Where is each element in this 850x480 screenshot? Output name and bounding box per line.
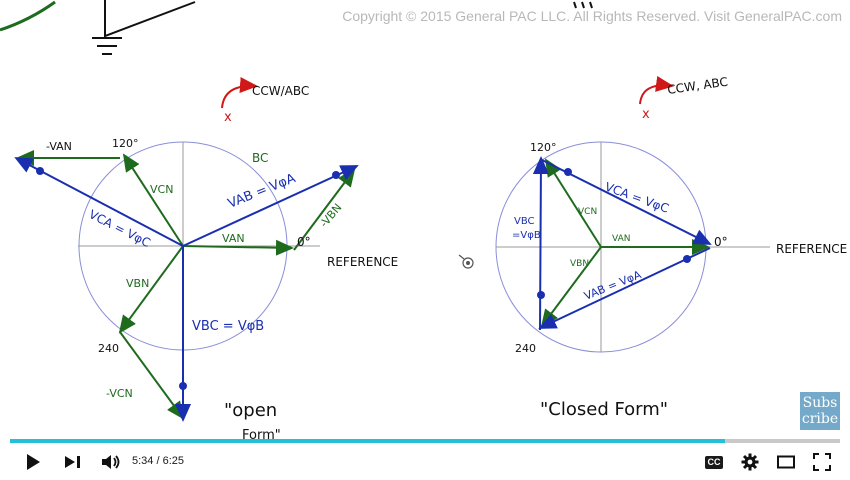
play-icon <box>27 454 40 470</box>
angle-240-label: 240 <box>515 342 536 355</box>
angle-120-label: 120° <box>530 141 557 154</box>
copyright-watermark: Copyright © 2015 General PAC LLC. All Ri… <box>342 8 842 24</box>
vab-phasor <box>182 165 359 247</box>
subscribe-button[interactable]: Subs cribe <box>800 392 840 430</box>
fullscreen-icon <box>813 453 831 471</box>
tail-dot <box>564 168 572 176</box>
reference-label: REFERENCE <box>776 242 847 256</box>
neg-vcn-label: -VCN <box>106 387 133 400</box>
vbn-phasor <box>540 246 602 328</box>
vbc-label-line2: =VφB <box>512 230 541 241</box>
bc-label: BC <box>252 151 268 165</box>
vbc-label: VBC = VφB <box>192 319 264 334</box>
vbn-phasor <box>118 245 184 334</box>
vab-label: VAB = VφA <box>226 171 298 212</box>
ground-stroke <box>104 0 196 38</box>
open-form-caption: "open <box>224 400 277 421</box>
fullscreen-button[interactable] <box>810 449 834 475</box>
rotation-label: CCW, ABC <box>666 75 728 97</box>
next-icon <box>65 456 80 468</box>
van-label: VAN <box>612 234 630 244</box>
vbc-label-line1: VBC <box>514 216 535 227</box>
cursor-icon <box>458 254 474 269</box>
tail-dot <box>537 291 545 299</box>
van-label: VAN <box>222 232 245 245</box>
vab-phasor <box>538 247 711 329</box>
partial-green-stroke <box>0 0 56 32</box>
vbc-phasor <box>532 156 549 331</box>
theater-icon <box>777 455 795 469</box>
neg-vbn-phasor <box>293 168 356 251</box>
progress-bar[interactable] <box>10 439 840 443</box>
rotation-x: x <box>224 110 232 125</box>
player-controls: 5:34 / 6:25 CC <box>0 443 850 480</box>
vcn-phasor <box>544 158 602 248</box>
tail-dot <box>36 167 44 175</box>
settings-button[interactable] <box>738 449 762 475</box>
progress-played <box>10 439 726 443</box>
vcn-label: VCN <box>150 183 173 196</box>
partial-stroke <box>573 1 593 9</box>
volume-button[interactable] <box>98 449 124 475</box>
angle-120-label: 120° <box>112 137 139 150</box>
neg-vcn-phasor <box>119 331 185 420</box>
next-button[interactable] <box>60 449 86 475</box>
rotation-arrow <box>221 77 258 109</box>
rotation-label: CCW/ABC <box>252 84 309 98</box>
closed-form-diagram: x CCW, ABC 120° VCA = VφC VBC =VφB VCN V… <box>495 75 847 420</box>
time-display: 5:34 / 6:25 <box>132 455 184 467</box>
vab-label: VAB = VφA <box>582 268 643 303</box>
open-form-diagram: x CCW/ABC -VAN 120° BC VCN VAB = VφA VCA… <box>14 77 398 443</box>
subscribe-label-2: cribe <box>801 411 839 427</box>
rotation-arrow <box>639 75 674 105</box>
volume-icon <box>102 455 120 469</box>
settings-icon <box>741 453 759 471</box>
subscribe-label-1: Subs <box>802 395 838 411</box>
vcn-phasor <box>122 153 184 247</box>
tail-dot <box>332 171 340 179</box>
vbn-label: VBN <box>570 259 589 269</box>
neg-vbn-label: -VBN <box>317 201 344 230</box>
neg-van-label: -VAN <box>46 140 72 153</box>
vcn-label: VCN <box>578 207 597 217</box>
angle-240-label: 240 <box>98 342 119 355</box>
tail-dot <box>179 382 187 390</box>
closed-form-caption: "Closed Form" <box>540 399 668 420</box>
play-button[interactable] <box>20 449 46 475</box>
vca-label: VCA = VφC <box>603 180 671 216</box>
vca-phasor <box>14 157 184 247</box>
theater-mode-button[interactable] <box>774 449 798 475</box>
reference-label: REFERENCE <box>327 255 398 269</box>
rotation-x: x <box>642 107 650 122</box>
video-frame[interactable]: x CCW/ABC -VAN 120° BC VCN VAB = VφA VCA… <box>0 0 850 443</box>
van-phasor <box>182 239 294 256</box>
zero-degree-label: 0° <box>297 235 311 249</box>
whiteboard-drawing: x CCW/ABC -VAN 120° BC VCN VAB = VφA VCA… <box>0 0 847 443</box>
cc-icon: CC <box>705 455 723 469</box>
captions-button[interactable]: CC <box>702 449 726 475</box>
vbn-label: VBN <box>126 277 149 290</box>
tail-dot <box>683 255 691 263</box>
zero-degree-label: 0° <box>714 235 728 249</box>
